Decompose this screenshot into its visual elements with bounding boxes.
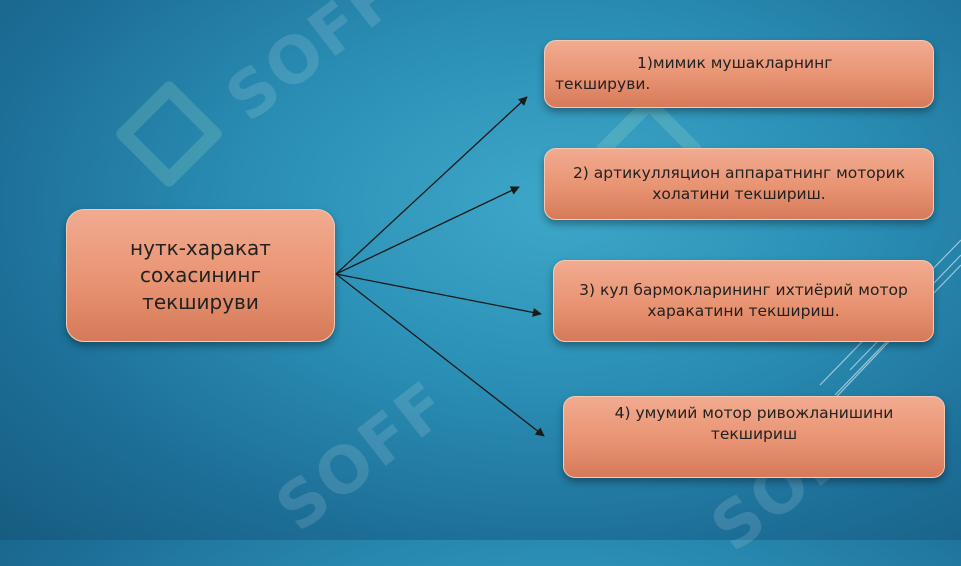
- arrow-to-item-2: [335, 186, 520, 275]
- item-node-label: 4) умумий мотор ривожланишини текшириш: [614, 404, 894, 443]
- arrow-to-item-4: [335, 273, 545, 437]
- item-node-label: 2) артикулляцион аппаратнинг моторик хол…: [572, 164, 906, 203]
- center-node-label: нутк-харакат сохасининг текшируви: [130, 236, 271, 314]
- item-node-2: 2) артикулляцион аппаратнинг моторик хол…: [544, 148, 934, 220]
- item-node-label: 1)мимик мушакларнинг текшируви.: [555, 54, 833, 93]
- center-node: нутк-харакат сохасининг текшируви: [66, 209, 335, 342]
- arrow-to-item-1: [335, 96, 528, 275]
- connector-arrows: [335, 96, 545, 437]
- item-node-label: 3) кул бармокларининг ихтиёрий мотор хар…: [579, 281, 908, 320]
- item-node-4: 4) умумий мотор ривожланишини текшириш: [563, 396, 945, 478]
- arrow-to-item-3: [335, 273, 542, 317]
- item-node-3: 3) кул бармокларининг ихтиёрий мотор хар…: [553, 260, 934, 342]
- item-node-1: 1)мимик мушакларнинг текшируви.: [544, 40, 934, 108]
